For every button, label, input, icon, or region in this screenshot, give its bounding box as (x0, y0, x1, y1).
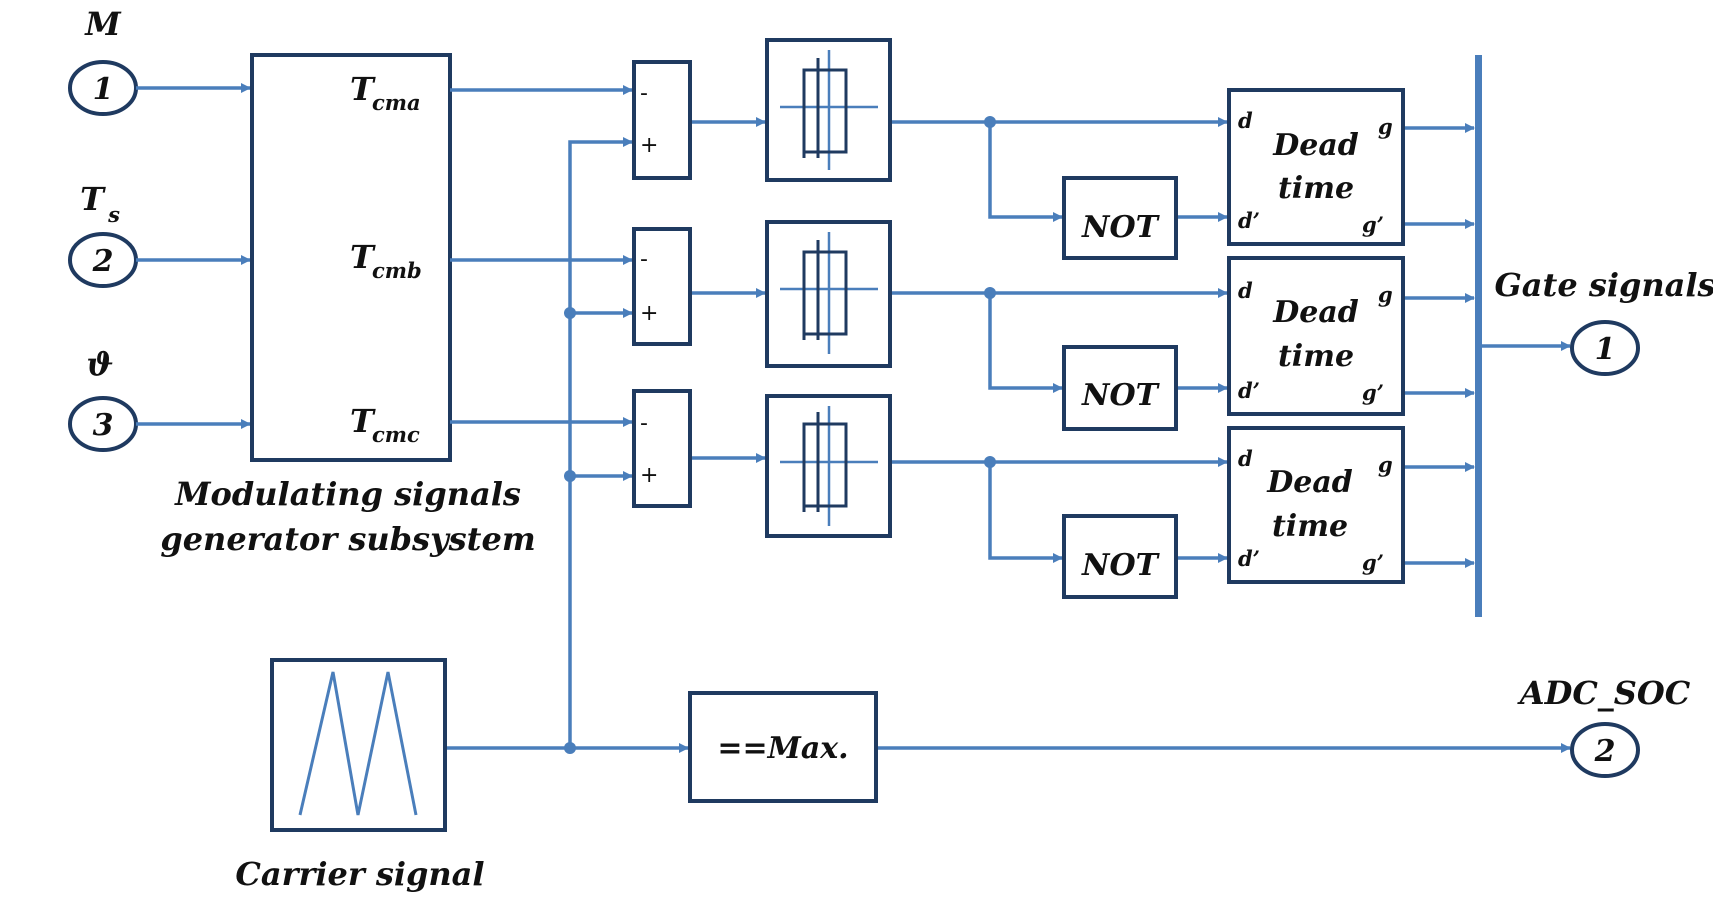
dead-time-label-line2: time (1272, 509, 1348, 544)
input-port-number: 2 (92, 244, 114, 279)
relay-block-b[interactable] (765, 220, 892, 368)
sum-block-c[interactable]: - + (632, 389, 692, 508)
not-label: NOT (1081, 210, 1161, 245)
dead-time-input-dprime: d’ (1238, 546, 1260, 571)
dead-time-label-line1: Dead (1272, 295, 1359, 330)
output-tcmb-label: T (350, 238, 376, 276)
not-label: NOT (1081, 548, 1161, 583)
output-tcmc-subscript: cmc (372, 422, 420, 447)
output-port-gate-signals[interactable]: 1 (1570, 320, 1640, 376)
input-label-ts: T (80, 180, 106, 218)
not-block-a[interactable]: NOT (1062, 176, 1178, 260)
sum-plus-sign: + (640, 463, 658, 488)
dead-time-output-gprime: g’ (1362, 380, 1384, 405)
input-label-theta: ϑ (86, 345, 113, 383)
not-label: NOT (1081, 378, 1161, 413)
input-label-ts-subscript: s (107, 202, 120, 227)
output-port-number: 2 (1594, 734, 1616, 769)
output-port-number: 1 (1595, 332, 1616, 367)
dead-time-label-line2: time (1278, 339, 1354, 374)
output-label-gate-signals: Gate signals (1494, 266, 1713, 304)
modulator-caption-line1: Modulating signals (174, 475, 521, 513)
carrier-caption: Carrier signal (235, 855, 484, 893)
dead-time-label-line1: Dead (1266, 465, 1353, 500)
input-wires (136, 83, 251, 429)
input-port-number: 1 (93, 72, 114, 107)
relay-block-a[interactable] (765, 38, 892, 182)
input-port-ts[interactable]: 2 T s (68, 180, 138, 288)
junction-dots (564, 116, 996, 754)
modulator-subsystem-block[interactable]: T cma T cmb T cmc (250, 53, 452, 462)
output-port-adc-soc[interactable]: 2 (1570, 722, 1640, 778)
sum-block-a[interactable]: - + (632, 60, 692, 180)
input-port-number: 3 (93, 408, 114, 443)
output-tcma-subscript: cma (372, 90, 421, 115)
dead-time-output-gprime: g’ (1362, 212, 1384, 237)
dead-time-input-d: d (1238, 108, 1253, 133)
dead-time-output-g: g (1378, 282, 1393, 307)
relay-block-c[interactable] (765, 394, 892, 538)
not-block-b[interactable]: NOT (1062, 345, 1178, 431)
mux-bar[interactable] (1475, 55, 1482, 617)
input-port-m[interactable]: 1 M (68, 5, 138, 116)
triangle-wave-icon (298, 671, 418, 816)
dead-time-input-dprime: d’ (1238, 208, 1260, 233)
dead-time-label-line1: Dead (1272, 128, 1359, 163)
dead-time-output-g: g (1378, 452, 1393, 477)
dead-time-input-d: d (1238, 446, 1253, 471)
not-block-c[interactable]: NOT (1062, 514, 1178, 599)
carrier-signal-block[interactable] (270, 658, 447, 832)
output-label-adc-soc: ADC_SOC (1517, 674, 1691, 712)
max-compare-label: ==Max. (717, 731, 848, 766)
dead-time-input-d: d (1238, 278, 1253, 303)
sum-minus-sign: - (640, 411, 648, 436)
modulator-caption-line2: generator subsystem (160, 520, 535, 558)
output-tcmb-subscript: cmb (372, 258, 422, 283)
sum-plus-sign: + (640, 133, 658, 158)
dead-time-output-gprime: g’ (1362, 550, 1384, 575)
dead-time-input-dprime: d’ (1238, 378, 1260, 403)
input-port-theta[interactable]: 3 ϑ (68, 345, 138, 452)
sum-block-b[interactable]: - + (632, 227, 692, 346)
dead-time-block-a[interactable]: d d’ Dead time g g’ (1227, 88, 1405, 246)
sum-minus-sign: - (640, 81, 648, 106)
max-compare-block[interactable]: ==Max. (688, 691, 878, 803)
dead-time-output-g: g (1378, 114, 1393, 139)
signal-wires (445, 85, 1571, 753)
sum-minus-sign: - (640, 247, 648, 272)
dead-time-block-c[interactable]: d d’ Dead time g g’ (1227, 426, 1405, 584)
output-tcmc-label: T (350, 402, 376, 440)
sum-plus-sign: + (640, 301, 658, 326)
dead-time-label-line2: time (1278, 171, 1354, 206)
dead-time-block-b[interactable]: d d’ Dead time g g’ (1227, 256, 1405, 416)
input-label-m: M (84, 5, 122, 43)
output-tcma-label: T (350, 70, 376, 108)
